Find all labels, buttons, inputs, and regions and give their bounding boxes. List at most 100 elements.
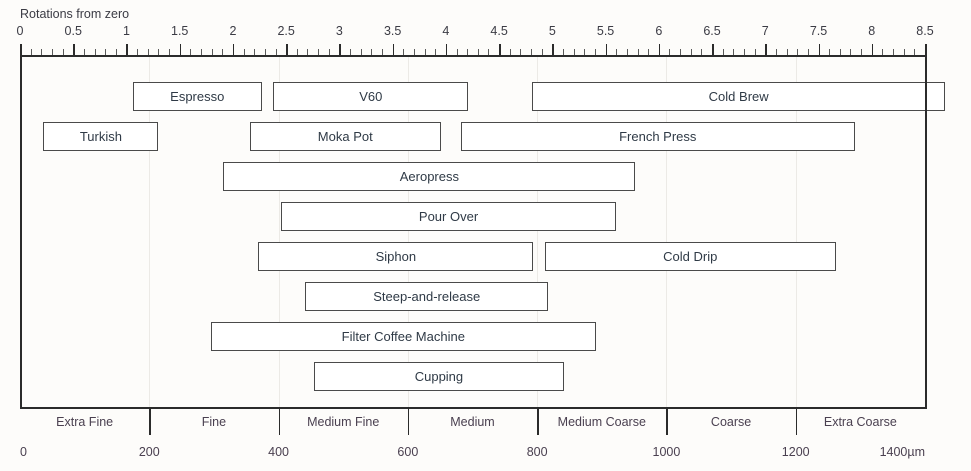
- axis-tick-minor: [105, 49, 107, 55]
- bar-french-press[interactable]: French Press: [460, 122, 855, 151]
- axis-tick-minor: [616, 49, 618, 55]
- top-tick-label: 1: [122, 24, 130, 38]
- category-label: Extra Coarse: [823, 415, 897, 429]
- bottom-tick-label: 1000: [652, 445, 681, 459]
- bar-moka-pot[interactable]: Moka Pot: [249, 122, 441, 151]
- axis-tick-minor: [147, 49, 149, 55]
- axis-tick-minor: [903, 49, 905, 55]
- axis-tick-minor: [722, 49, 724, 55]
- bar-cold-drip[interactable]: Cold Drip: [544, 242, 836, 271]
- axis-tick-minor: [360, 49, 362, 55]
- axis-tick-major: [552, 44, 554, 55]
- bar-label: Cold Brew: [708, 89, 769, 104]
- axis-tick-minor: [477, 49, 479, 55]
- category-label: Medium: [450, 415, 495, 429]
- top-tick-label: 2: [229, 24, 237, 38]
- bar-label: Turkish: [79, 129, 122, 144]
- axis-tick-major: [445, 44, 448, 55]
- gridline: [407, 55, 409, 407]
- bottom-tick-label: 600: [397, 445, 419, 459]
- axis-tick-major: [871, 44, 874, 55]
- category-divider: [666, 408, 669, 435]
- axis-tick-minor: [914, 49, 916, 55]
- axis-tick-minor: [201, 49, 202, 55]
- right-axis-line: [925, 44, 927, 407]
- bar-siphon[interactable]: Siphon: [258, 242, 534, 271]
- axis-tick-minor: [882, 49, 884, 55]
- category-label: Extra Fine: [56, 415, 114, 429]
- bar-pour-over[interactable]: Pour Over: [280, 202, 617, 231]
- top-tick-label: 5: [548, 24, 556, 38]
- bottom-tick-label: 800: [526, 445, 548, 459]
- axis-tick-minor: [786, 49, 788, 55]
- category-label: Fine: [201, 415, 227, 429]
- axis-tick-minor: [626, 49, 628, 55]
- axis-tick-major: [339, 44, 341, 55]
- axis-tick-minor: [264, 49, 266, 55]
- gridline: [795, 55, 797, 407]
- axis-tick-minor: [30, 49, 32, 55]
- bar-label: Espresso: [170, 89, 225, 104]
- bar-espresso[interactable]: Espresso: [132, 82, 262, 111]
- axis-tick-minor: [51, 49, 53, 55]
- axis-tick-minor: [94, 49, 96, 55]
- top-tick-label: 7.5: [809, 24, 828, 38]
- bar-aeropress[interactable]: Aeropress: [223, 162, 636, 191]
- top-tick-label: 7: [761, 24, 769, 38]
- bar-label: French Press: [619, 129, 697, 144]
- axis-tick-major: [286, 44, 288, 55]
- axis-tick-minor: [850, 49, 852, 55]
- bottom-tick-label: 1200: [781, 445, 810, 459]
- category-divider: [407, 408, 410, 435]
- top-tick-label: 2.5: [277, 24, 295, 38]
- bar-label: Filter Coffee Machine: [341, 329, 465, 344]
- bar-cold-brew[interactable]: Cold Brew: [532, 82, 946, 111]
- bar-cupping[interactable]: Cupping: [313, 362, 565, 391]
- category-divider: [795, 408, 798, 435]
- top-tick-label: 0.5: [64, 24, 82, 38]
- axis-tick-major: [499, 44, 501, 55]
- bar-label: Cold Drip: [663, 249, 718, 264]
- bar-turkish[interactable]: Turkish: [43, 122, 159, 151]
- axis-tick-minor: [62, 49, 64, 55]
- bar-filter-coffee-machine[interactable]: Filter Coffee Machine: [210, 322, 596, 351]
- axis-tick-major: [765, 44, 767, 55]
- axis-tick-minor: [115, 49, 117, 55]
- axis-tick-minor: [371, 49, 373, 55]
- bar-label: Moka Pot: [317, 129, 373, 144]
- axis-tick-minor: [563, 49, 564, 55]
- axis-tick-minor: [190, 49, 192, 55]
- axis-tick-minor: [158, 49, 160, 55]
- bottom-tick-label: 400: [268, 445, 289, 459]
- category-divider: [149, 408, 151, 435]
- bar-label: Cupping: [414, 369, 464, 384]
- axis-tick-minor: [573, 49, 575, 55]
- bar-label: V60: [359, 89, 383, 104]
- axis-tick-minor: [797, 49, 799, 55]
- bar-v60[interactable]: V60: [273, 82, 469, 111]
- axis-tick-minor: [243, 49, 245, 55]
- axis-tick-minor: [456, 49, 458, 55]
- axis-tick-minor: [701, 49, 703, 55]
- top-tick-label: 4: [442, 24, 450, 38]
- axis-tick-minor: [307, 49, 309, 55]
- axis-tick-minor: [403, 49, 405, 55]
- axis-tick-major: [658, 44, 661, 55]
- top-tick-label: 8.5: [916, 24, 934, 38]
- axis-tick-minor: [328, 49, 330, 55]
- top-tick-label: 5.5: [596, 24, 615, 38]
- gridline: [666, 55, 668, 407]
- axis-tick-minor: [424, 49, 426, 55]
- axis-tick-major: [73, 44, 75, 55]
- bar-steep-and-release[interactable]: Steep-and-release: [305, 282, 549, 311]
- category-divider: [278, 408, 281, 435]
- axis-tick-minor: [829, 49, 831, 55]
- top-tick-label: 8: [868, 24, 876, 38]
- axis-tick-minor: [893, 49, 895, 55]
- top-tick-label: 4.5: [490, 24, 508, 38]
- axis-tick-minor: [169, 49, 171, 55]
- bar-label: Pour Over: [418, 209, 479, 224]
- axis-tick-minor: [83, 49, 85, 55]
- top-tick-label: 3.5: [383, 24, 402, 38]
